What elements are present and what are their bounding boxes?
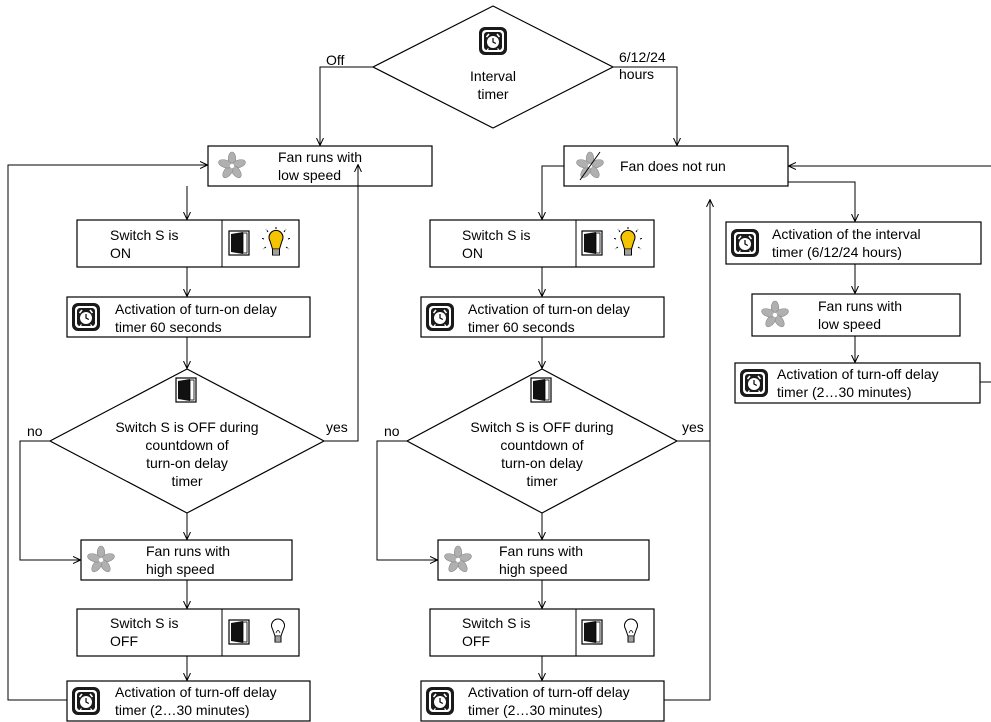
- left-start-box: Fan runs with low speed: [207, 145, 433, 187]
- timer-clock-icon: [71, 302, 101, 332]
- right-interval-line2: timer (6/12/24 hours): [772, 244, 902, 260]
- timer-clock-icon: [425, 686, 455, 716]
- decision-label-line2: timer: [477, 86, 508, 102]
- middle-start-box: Fan does not run: [563, 145, 789, 187]
- middle-turn-on-timer-line2: timer 60 seconds: [468, 319, 575, 335]
- middle-turn-off-timer-line1: Activation of turn-off delay: [468, 684, 630, 700]
- middle-decision-line1: Switch S is OFF during: [470, 419, 613, 435]
- middle-switch-off-box: Switch S is OFF: [429, 608, 655, 657]
- rocker-switch-icon: [530, 377, 552, 403]
- middle-switch-off-line1: Switch S is: [462, 615, 530, 631]
- left-decision-line3: turn-on delay: [146, 455, 228, 471]
- left-high-speed-line1: Fan runs with: [146, 543, 230, 559]
- rocker-switch-icon: [228, 230, 250, 256]
- middle-high-speed-line1: Fan runs with: [499, 543, 583, 559]
- left-decision-line2: countdown of: [145, 437, 228, 453]
- right-turn-off-timer-line2: timer (2…30 minutes): [777, 384, 912, 400]
- left-start-line2: low speed: [278, 167, 341, 183]
- left-high-speed-box: Fan runs with high speed: [80, 539, 293, 581]
- left-turn-off-timer-line2: timer (2…30 minutes): [115, 702, 250, 718]
- middle-high-speed-line2: high speed: [499, 561, 568, 577]
- right-interval-line1: Activation of the interval: [772, 226, 921, 242]
- left-turn-on-timer-box: Activation of turn-on delay timer 60 sec…: [66, 296, 311, 338]
- timer-clock-icon: [71, 686, 101, 716]
- middle-start-label: Fan does not run: [620, 158, 726, 174]
- middle-no-label: no: [384, 423, 400, 439]
- left-high-speed-line2: high speed: [146, 561, 215, 577]
- decision-label-line1: Interval: [470, 68, 516, 84]
- branch-off-label: Off: [326, 52, 345, 68]
- middle-decision-line2: countdown of: [500, 437, 583, 453]
- left-turn-on-timer-line1: Activation of turn-on delay: [115, 301, 277, 317]
- rocker-switch-icon: [581, 230, 603, 256]
- branch-on-label-line1: 6/12/24: [619, 49, 666, 65]
- left-turn-off-timer-line1: Activation of turn-off delay: [115, 684, 277, 700]
- rocker-switch-icon: [581, 619, 603, 645]
- left-switch-off-box: Switch S is OFF: [76, 608, 300, 657]
- strike-line: [579, 151, 601, 181]
- left-switch-off-line1: Switch S is: [110, 615, 178, 631]
- rocker-switch-icon: [175, 377, 197, 403]
- branch-on-label-line2: hours: [619, 66, 654, 82]
- left-decision-line1: Switch S is OFF during: [115, 419, 258, 435]
- left-switch-on-line2: ON: [110, 245, 131, 261]
- interval-timer-decision: Interval timer: [371, 5, 615, 129]
- timer-clock-icon: [730, 228, 760, 258]
- middle-turn-off-timer-box: Activation of turn-off delay timer (2…30…: [420, 680, 665, 722]
- timer-clock-icon: [425, 302, 455, 332]
- middle-turn-on-timer-box: Activation of turn-on delay timer 60 sec…: [420, 296, 665, 338]
- middle-turn-off-timer-line2: timer (2…30 minutes): [468, 702, 603, 718]
- middle-switch-on-box: Switch S is ON: [429, 219, 655, 268]
- left-decision: Switch S is OFF during countdown of turn…: [48, 368, 326, 514]
- right-turn-off-timer-line1: Activation of turn-off delay: [777, 366, 939, 382]
- rocker-switch-icon: [228, 619, 250, 645]
- timer-clock-icon: [478, 26, 508, 56]
- middle-switch-on-line1: Switch S is: [462, 227, 530, 243]
- right-low-speed-line1: Fan runs with: [818, 298, 902, 314]
- left-no-label: no: [27, 423, 43, 439]
- middle-decision-line3: turn-on delay: [501, 455, 583, 471]
- right-interval-activation-box: Activation of the interval timer (6/12/2…: [725, 221, 982, 265]
- middle-decision-line4: timer: [526, 473, 557, 489]
- middle-high-speed-box: Fan runs with high speed: [437, 539, 650, 581]
- left-switch-on-line1: Switch S is: [110, 227, 178, 243]
- top-connectors: [320, 66, 677, 145]
- right-low-speed-box: Fan runs with low speed: [751, 293, 961, 337]
- left-decision-line4: timer: [171, 473, 202, 489]
- left-switch-off-line2: OFF: [110, 633, 138, 649]
- middle-decision: Switch S is OFF during countdown of turn…: [405, 368, 679, 514]
- right-turn-off-timer-box: Activation of turn-off delay timer (2…30…: [734, 362, 981, 404]
- timer-clock-icon: [739, 368, 769, 398]
- middle-switch-on-line2: ON: [462, 245, 483, 261]
- middle-turn-on-timer-line1: Activation of turn-on delay: [468, 301, 630, 317]
- middle-yes-label: yes: [682, 419, 704, 435]
- left-switch-on-box: Switch S is ON: [76, 219, 300, 268]
- middle-switch-off-line2: OFF: [462, 633, 490, 649]
- right-low-speed-line2: low speed: [818, 316, 881, 332]
- left-start-line1: Fan runs with: [278, 149, 362, 165]
- left-turn-off-timer-box: Activation of turn-off delay timer (2…30…: [66, 680, 311, 722]
- left-turn-on-timer-line2: timer 60 seconds: [115, 319, 222, 335]
- left-yes-label: yes: [326, 419, 348, 435]
